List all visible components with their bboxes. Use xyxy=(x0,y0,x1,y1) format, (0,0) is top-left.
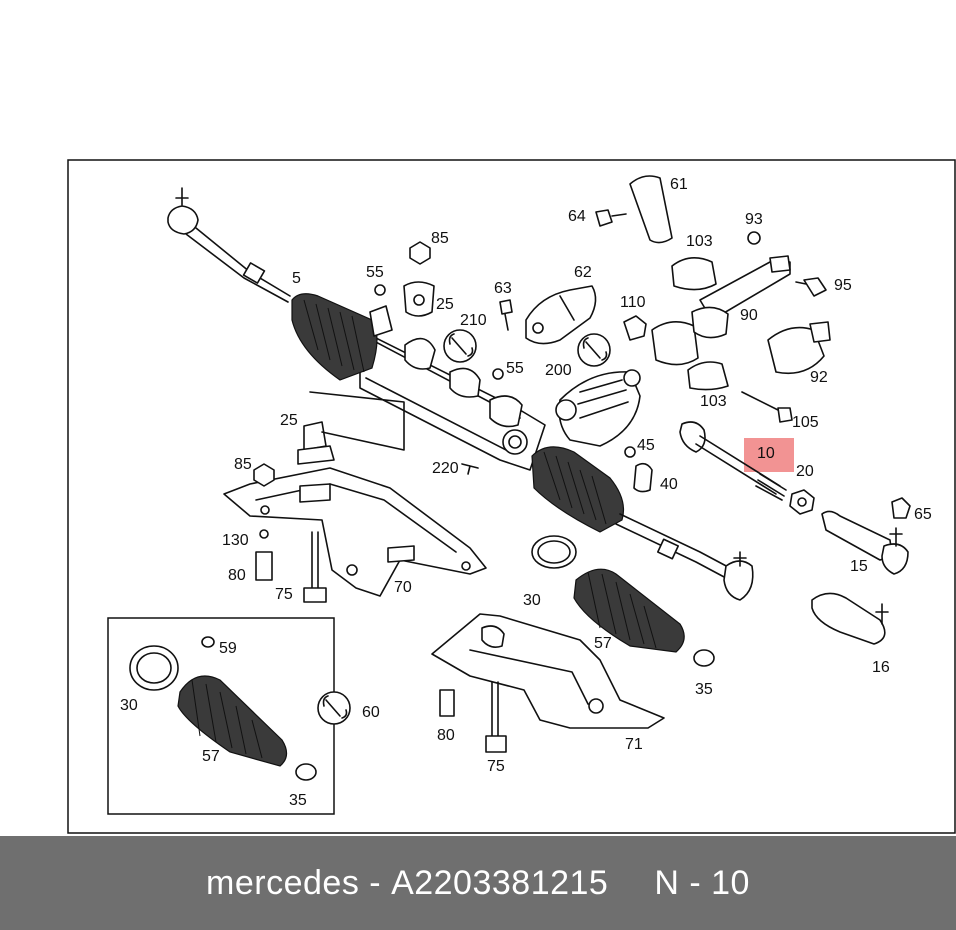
callout-75a: 75 xyxy=(275,586,293,603)
part-number: A2203381215 xyxy=(391,863,609,902)
callout-30b: 30 xyxy=(120,697,138,714)
nut-20 xyxy=(789,489,815,515)
callout-92: 92 xyxy=(810,369,828,386)
steering-rack-exploded-diagram: 61 64 103 93 5 85 55 25 63 62 110 95 90 … xyxy=(67,159,956,834)
callout-64: 64 xyxy=(568,208,586,225)
callout-35a: 35 xyxy=(695,681,713,698)
tie-rod-end-15 xyxy=(821,497,911,575)
callout-93: 93 xyxy=(745,211,763,228)
callout-62: 62 xyxy=(574,264,592,281)
callout-25a: 25 xyxy=(436,296,454,313)
footer-separator: - xyxy=(369,863,382,902)
callout-15: 15 xyxy=(850,558,868,575)
callout-labels: 61 64 103 93 5 85 55 25 63 62 110 95 90 … xyxy=(120,176,932,809)
callout-45: 45 xyxy=(637,437,655,454)
inset-boot-kit xyxy=(129,636,351,781)
callout-105: 105 xyxy=(792,414,819,431)
callout-57a: 57 xyxy=(594,635,612,652)
diagram-frame xyxy=(67,159,956,834)
callout-55a: 55 xyxy=(366,264,384,281)
callout-110: 110 xyxy=(620,294,646,311)
callout-63: 63 xyxy=(494,280,512,297)
footer-separator-space xyxy=(359,864,369,903)
crossmember-71 xyxy=(431,613,665,753)
crossmember-70 xyxy=(223,463,487,603)
wrench-icon-200 xyxy=(577,333,611,367)
callout-80b: 80 xyxy=(437,727,455,744)
rack-small-parts xyxy=(369,241,653,493)
callout-60: 60 xyxy=(362,704,380,721)
callout-80a: 80 xyxy=(228,567,246,584)
callout-200: 200 xyxy=(545,362,572,379)
callout-16: 16 xyxy=(872,659,890,676)
callout-25b: 25 xyxy=(280,412,298,429)
steering-knuckle-16 xyxy=(811,592,889,645)
callout-85b: 85 xyxy=(234,456,252,473)
callout-95: 95 xyxy=(834,277,852,294)
right-tie-rod xyxy=(615,513,754,601)
callout-55b: 55 xyxy=(506,360,524,377)
callout-10-highlighted: 10 xyxy=(757,445,775,462)
callout-65: 65 xyxy=(914,506,932,523)
callout-40: 40 xyxy=(660,476,678,493)
left-tie-rod xyxy=(167,187,291,303)
callout-20: 20 xyxy=(796,463,814,480)
callout-71: 71 xyxy=(625,736,643,753)
callout-75b: 75 xyxy=(487,758,505,775)
right-rack-boot xyxy=(531,446,625,533)
steering-column-parts xyxy=(595,175,831,423)
footer-separator-space-2 xyxy=(381,864,391,903)
bracket-62 xyxy=(525,285,597,345)
callout-35b: 35 xyxy=(289,792,307,809)
power-steering-motor xyxy=(555,369,641,447)
callout-210: 210 xyxy=(460,312,487,329)
callout-70: 70 xyxy=(394,579,412,596)
callout-220: 220 xyxy=(432,460,459,477)
part-number-footer: mercedes - A2203381215 N - 10 xyxy=(0,836,956,930)
callout-103b: 103 xyxy=(700,393,727,410)
callout-5: 5 xyxy=(292,270,301,287)
callout-59: 59 xyxy=(219,640,237,657)
callout-103a: 103 xyxy=(686,233,713,250)
brand-name: mercedes xyxy=(206,863,360,902)
diagram-reference: N - 10 xyxy=(654,863,750,902)
callout-85a: 85 xyxy=(431,230,449,247)
boot-kit-middle xyxy=(531,535,715,667)
callout-90: 90 xyxy=(740,307,758,324)
inner-tie-rod-10 xyxy=(679,421,787,501)
callout-30a: 30 xyxy=(523,592,541,609)
wrench-icon-210 xyxy=(443,329,477,363)
callout-130: 130 xyxy=(222,532,249,549)
callout-57b: 57 xyxy=(202,748,220,765)
bushing-25 xyxy=(297,391,405,465)
callout-61: 61 xyxy=(670,176,688,193)
left-rack-boot xyxy=(291,293,378,381)
highlight-box-part-10 xyxy=(744,438,794,472)
rack-housing xyxy=(359,329,546,471)
